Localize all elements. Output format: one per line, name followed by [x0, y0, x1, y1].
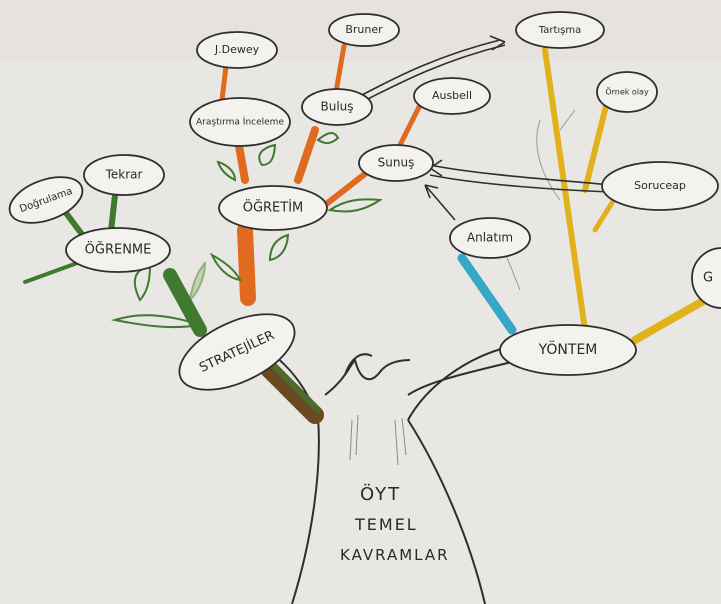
label-bruner: Bruner — [345, 23, 383, 36]
node-dewey — [196, 31, 278, 69]
label-lecture: Anlatım — [467, 231, 513, 245]
branch-orange-bruner — [333, 43, 347, 95]
branch-orange-teaching — [237, 222, 256, 306]
node-bruner — [328, 13, 400, 47]
node-presentation — [358, 144, 434, 182]
node-learning — [65, 227, 171, 273]
node-case-study — [596, 71, 658, 113]
node-question — [601, 161, 719, 211]
trunk-bark-lines — [349, 414, 407, 466]
node-repetition — [83, 154, 165, 196]
branch-green-base — [267, 359, 321, 413]
branch-green-low — [23, 260, 82, 284]
trunk-label-line3: KAVRAMLAR — [340, 546, 450, 564]
node-lecture — [449, 217, 531, 259]
label-research: Araştırma İnceleme — [196, 117, 284, 128]
node-g — [691, 247, 721, 309]
branch-blue-lecture — [457, 253, 517, 335]
label-dewey: J.Dewey — [214, 43, 260, 56]
branch-orange-discovery — [294, 126, 319, 184]
branch-orange-dewey — [219, 63, 229, 103]
label-ausbel: Ausbell — [432, 89, 472, 102]
node-teaching — [218, 185, 328, 231]
branch-yellow-g — [631, 296, 709, 344]
branch-orange-presentation — [322, 167, 373, 208]
node-discussion — [515, 11, 605, 49]
node-method — [499, 324, 637, 376]
label-g: G — [703, 271, 713, 286]
leaves — [111, 132, 383, 329]
label-discussion: Tartışma — [538, 25, 581, 36]
label-case-study: Örnek olay — [605, 87, 649, 97]
branch-green-learning — [163, 268, 207, 337]
branch-orange-ausbel — [397, 102, 423, 148]
label-repetition: Tekrar — [105, 168, 143, 182]
label-teaching: ÖĞRETİM — [243, 199, 304, 216]
branch-brown-base — [251, 351, 324, 424]
label-method: YÖNTEM — [538, 340, 598, 358]
node-research — [189, 97, 291, 147]
node-strategies — [178, 313, 296, 391]
trunk-label-line1: ÖYT — [360, 483, 401, 505]
label-question: Soruceap — [634, 179, 686, 192]
node-discovery — [301, 88, 373, 126]
node-verification — [8, 176, 84, 224]
node-ausbel — [413, 77, 491, 115]
label-learning: ÖĞRENME — [85, 241, 152, 258]
label-discovery: Buluş — [320, 100, 353, 114]
label-presentation: Sunuş — [378, 156, 415, 170]
connector-arrows — [361, 35, 611, 221]
trunk-label-line2: TEMEL — [354, 515, 418, 534]
